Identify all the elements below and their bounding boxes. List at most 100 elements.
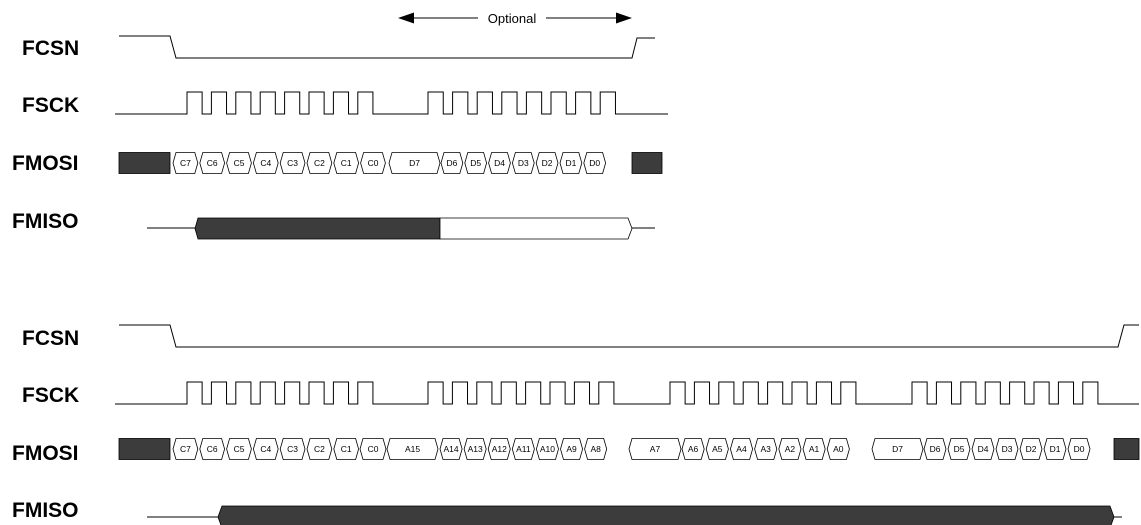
signal-label-fmosi: FMOSI xyxy=(12,442,79,465)
bit-cell-d3 xyxy=(995,438,1019,460)
bit-label: D3 xyxy=(518,158,529,168)
bit-cell-a13 xyxy=(463,438,487,460)
fmosi-idle-block xyxy=(631,152,663,174)
bit-label: C1 xyxy=(341,444,352,454)
bit-cell-a11 xyxy=(511,438,535,460)
bit-cell-a3 xyxy=(754,438,778,460)
bit-cell-a12 xyxy=(487,438,511,460)
arrow-left-icon xyxy=(398,12,414,24)
bit-label: C0 xyxy=(368,158,379,168)
fsck-waveform xyxy=(115,91,668,115)
bit-cell-d7 xyxy=(388,152,441,174)
arrow-right-icon xyxy=(616,12,632,24)
bit-cell-d2 xyxy=(1019,438,1043,460)
bit-cell-c6 xyxy=(199,438,226,460)
bit-cell-a10 xyxy=(535,438,559,460)
bit-label: A3 xyxy=(760,444,771,454)
signal-label-fcsn: FCSN xyxy=(22,37,79,60)
bit-cell-a15 xyxy=(386,438,439,460)
fcsn-waveform xyxy=(119,324,1139,348)
bit-label: D2 xyxy=(1026,444,1037,454)
bit-cell-a2 xyxy=(778,438,802,460)
bit-cell-c5 xyxy=(226,438,252,460)
bit-label: C4 xyxy=(260,444,271,454)
bit-label: C2 xyxy=(314,444,325,454)
bit-label: A13 xyxy=(468,444,483,454)
bit-label: C0 xyxy=(368,444,379,454)
bit-label: C3 xyxy=(287,158,298,168)
bit-label: A8 xyxy=(590,444,601,454)
signal-label-fsck: FSCK xyxy=(22,94,79,117)
fmiso-waveform xyxy=(147,505,1122,525)
bit-cell-d0 xyxy=(1067,438,1091,460)
bit-cell-d3 xyxy=(511,152,535,174)
bit-label: D7 xyxy=(409,158,420,168)
bit-cell-a0 xyxy=(826,438,850,460)
fmiso-data-block xyxy=(217,505,1115,525)
bit-label: C3 xyxy=(287,444,298,454)
bit-cell-c7 xyxy=(172,152,199,174)
bit-cell-d4 xyxy=(488,152,511,174)
signal-label-fmiso: FMISO xyxy=(12,499,79,522)
bit-cell-c6 xyxy=(199,152,226,174)
bit-label: A5 xyxy=(712,444,723,454)
bit-label: D7 xyxy=(892,444,903,454)
bit-label: D1 xyxy=(1050,444,1061,454)
bit-label: A11 xyxy=(516,444,531,454)
signal-label-fsck: FSCK xyxy=(22,384,79,407)
bit-label: A0 xyxy=(833,444,844,454)
bit-label: C7 xyxy=(180,158,191,168)
bit-cell-d5 xyxy=(947,438,971,460)
bit-cell-d4 xyxy=(971,438,995,460)
bit-label: D6 xyxy=(446,158,457,168)
bit-label: C5 xyxy=(234,158,245,168)
bit-cell-c0 xyxy=(360,152,386,174)
fcsn-waveform xyxy=(119,35,655,59)
bit-cell-a8 xyxy=(584,438,608,460)
bit-label: C6 xyxy=(207,444,218,454)
bit-label: D0 xyxy=(1074,444,1085,454)
fmosi-idle-block xyxy=(118,152,171,174)
bit-cell-d2 xyxy=(535,152,559,174)
bit-label: A7 xyxy=(650,444,661,454)
bit-label: D4 xyxy=(978,444,989,454)
bit-label: A1 xyxy=(809,444,820,454)
bit-cell-a6 xyxy=(681,438,705,460)
optional-label: Optional xyxy=(488,11,537,26)
bit-cell-c4 xyxy=(252,438,279,460)
bit-cell-c0 xyxy=(359,438,387,460)
bit-cell-c7 xyxy=(172,438,199,460)
bit-cell-c2 xyxy=(306,152,333,174)
bit-cell-c1 xyxy=(333,152,360,174)
fmiso-data-window xyxy=(439,217,633,240)
bit-cell-a14 xyxy=(439,438,463,460)
bit-label: C4 xyxy=(260,158,271,168)
bit-label: A15 xyxy=(405,444,420,454)
signal-label-fmiso: FMISO xyxy=(12,210,79,233)
bit-cell-a1 xyxy=(802,438,826,460)
bit-label: D5 xyxy=(954,444,965,454)
bit-label: C6 xyxy=(207,158,218,168)
bit-label: A12 xyxy=(492,444,507,454)
fmosi-idle-block xyxy=(118,438,171,460)
bit-cell-d5 xyxy=(464,152,488,174)
bit-cell-a5 xyxy=(705,438,729,460)
bit-cell-d7 xyxy=(871,438,924,460)
bit-label: A14 xyxy=(443,444,458,454)
bit-cell-d1 xyxy=(1043,438,1067,460)
bit-label: A6 xyxy=(688,444,699,454)
bit-cell-d6 xyxy=(440,152,464,174)
bit-label: C1 xyxy=(341,158,352,168)
bit-cell-c3 xyxy=(279,438,306,460)
bit-label: A10 xyxy=(540,444,555,454)
bit-cell-a4 xyxy=(729,438,754,460)
bit-cell-c4 xyxy=(252,152,279,174)
bit-label: A2 xyxy=(785,444,796,454)
bit-label: D1 xyxy=(565,158,576,168)
optional-annotation: Optional xyxy=(398,11,632,26)
